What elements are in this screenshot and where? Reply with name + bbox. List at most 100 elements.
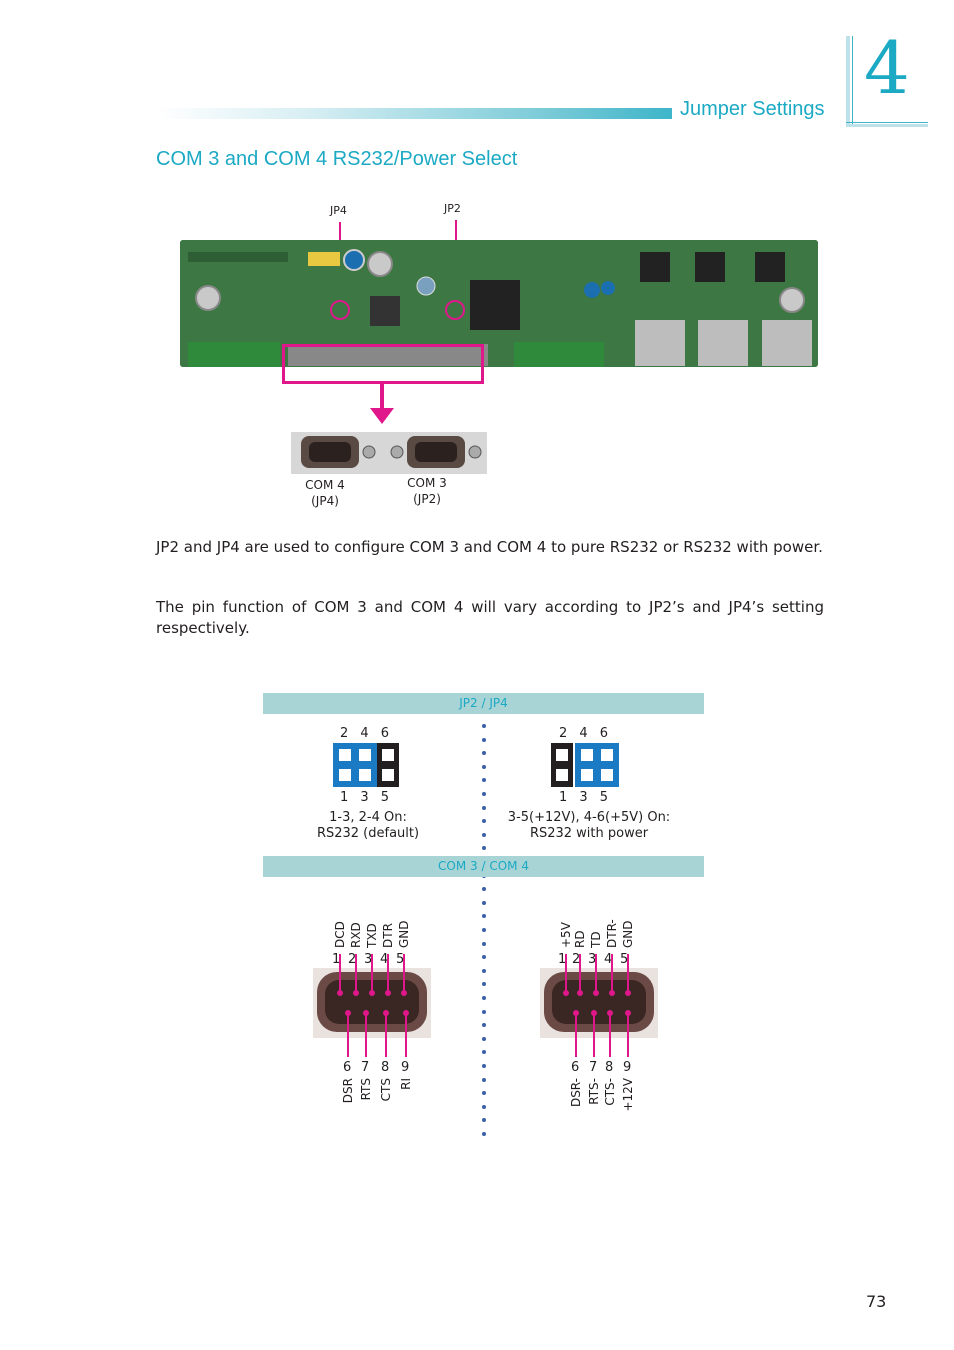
left-top-pin-number: 4: [380, 952, 389, 967]
divider-dot: [482, 792, 486, 796]
down-arrow-icon: [370, 384, 394, 424]
left-bottom-signal-label: RTS: [359, 1078, 373, 1101]
right-bottom-pin-line: [593, 1013, 595, 1057]
divider-dot: [482, 765, 486, 769]
right-top-pin-line: [565, 954, 567, 994]
divider-dot: [482, 1132, 486, 1136]
divider-dot: [482, 1078, 486, 1082]
divider-dot: [482, 724, 486, 728]
left-top-signal-label: TXD: [365, 923, 379, 948]
com4-caption-line2: (JP4): [311, 494, 339, 508]
right-top-signal-label: +5V: [559, 922, 573, 948]
divider-dot: [482, 996, 486, 1000]
left-bottom-pin-number: 6: [343, 1060, 352, 1075]
divider-dot: [482, 778, 486, 782]
left-top-pin-number: 2: [348, 952, 357, 967]
jp4-circle: [330, 300, 350, 320]
right-bottom-signal-label: RTS-: [587, 1078, 601, 1105]
divider-dot: [482, 738, 486, 742]
right-top-pin-head: [625, 990, 631, 996]
jp4-label: JP4: [330, 204, 347, 217]
left-bottom-pin-number: 7: [361, 1060, 370, 1075]
left-top-pin-number: 3: [364, 952, 373, 967]
right-top-pin-head: [577, 990, 583, 996]
left-top-pin-line: [403, 954, 405, 994]
divider-dot: [482, 833, 486, 837]
right-top-pin-head: [609, 990, 615, 996]
right-bottom-pin-line: [609, 1013, 611, 1057]
left-bottom-signal-label: DSR: [341, 1078, 355, 1104]
left-bottom-pin-line: [405, 1013, 407, 1057]
divider-dot: [482, 955, 486, 959]
left-top-pin-head: [369, 990, 375, 996]
right-top-signal-label: TD: [589, 931, 603, 948]
divider-dot: [482, 819, 486, 823]
divider-dot: [482, 1010, 486, 1014]
right-jumper-icon: [551, 743, 619, 787]
left-top-pin-line: [387, 954, 389, 994]
right-top-pin-number: 3: [588, 952, 597, 967]
right-bottom-pin-number: 9: [623, 1060, 632, 1075]
chapter-frame: [846, 36, 928, 127]
com4-caption-line1: COM 4: [305, 478, 345, 492]
divider-dot: [482, 1050, 486, 1054]
divider-dot: [482, 914, 486, 918]
right-bottom-signal-label: CTS-: [603, 1078, 617, 1106]
right-db9-connector-icon: [540, 968, 658, 1038]
right-jumper-top-pins: 2 4 6: [559, 726, 613, 741]
right-top-pin-line: [627, 954, 629, 994]
left-bottom-pin-number: 9: [401, 1060, 410, 1075]
right-top-signal-label: GND: [621, 920, 635, 948]
divider-dot: [482, 1037, 486, 1041]
divider-dot: [482, 1105, 486, 1109]
left-jumper-caption-1: 1-3, 2-4 On:: [329, 810, 407, 825]
divider-dot: [482, 751, 486, 755]
divider-dot: [482, 1023, 486, 1027]
right-top-signal-label: DTR-: [605, 919, 619, 948]
left-jumper-caption-2: RS232 (default): [316, 826, 420, 841]
right-top-signal-label: RD: [573, 930, 587, 948]
left-top-pin-line: [339, 954, 341, 994]
left-bottom-signal-label: CTS: [379, 1078, 393, 1102]
table-header-com: COM 3 / COM 4: [263, 856, 704, 877]
left-top-pin-line: [355, 954, 357, 994]
left-top-signal-label: DTR: [381, 923, 395, 948]
chapter-number: 4: [864, 26, 910, 110]
right-jumper-caption-2: RS232 with power: [529, 826, 649, 841]
right-top-pin-line: [611, 954, 613, 994]
header-section-title: Jumper Settings: [680, 98, 825, 120]
left-bottom-signal-label: RI: [399, 1078, 413, 1090]
left-top-pin-number: 1: [332, 952, 341, 967]
left-bottom-pin-line: [347, 1013, 349, 1057]
divider-dot: [482, 846, 486, 850]
right-jumper-caption-1: 3-5(+12V), 4-6(+5V) On:: [507, 810, 671, 825]
divider-dot: [482, 928, 486, 932]
right-top-pin-number: 1: [558, 952, 567, 967]
com3-caption-line2: (JP2): [413, 492, 441, 506]
right-top-pin-number: 2: [572, 952, 581, 967]
left-top-signal-label: GND: [397, 920, 411, 948]
divider-dot: [482, 901, 486, 905]
right-top-pin-number: 5: [620, 952, 629, 967]
right-bottom-pin-line: [627, 1013, 629, 1057]
divider-dot: [482, 1064, 486, 1068]
right-bottom-pin-number: 7: [589, 1060, 598, 1075]
divider-dot: [482, 1091, 486, 1095]
left-top-pin-line: [371, 954, 373, 994]
divider-dot: [482, 942, 486, 946]
paragraph-2: The pin function of COM 3 and COM 4 will…: [156, 598, 824, 637]
right-bottom-signal-label: +12V: [621, 1078, 635, 1112]
header-gradient-bar: [156, 108, 672, 119]
left-top-pin-head: [385, 990, 391, 996]
jp2-circle: [445, 300, 465, 320]
right-bottom-pin-number: 6: [571, 1060, 580, 1075]
left-top-pin-number: 5: [396, 952, 405, 967]
left-bottom-pin-number: 8: [381, 1060, 390, 1075]
right-top-pin-number: 4: [604, 952, 613, 967]
divider-dot: [482, 887, 486, 891]
right-bottom-pin-number: 8: [605, 1060, 614, 1075]
divider-dot: [482, 982, 486, 986]
left-top-pin-head: [337, 990, 343, 996]
jp2-label: JP2: [444, 202, 461, 215]
left-jumper-icon: [333, 743, 399, 787]
